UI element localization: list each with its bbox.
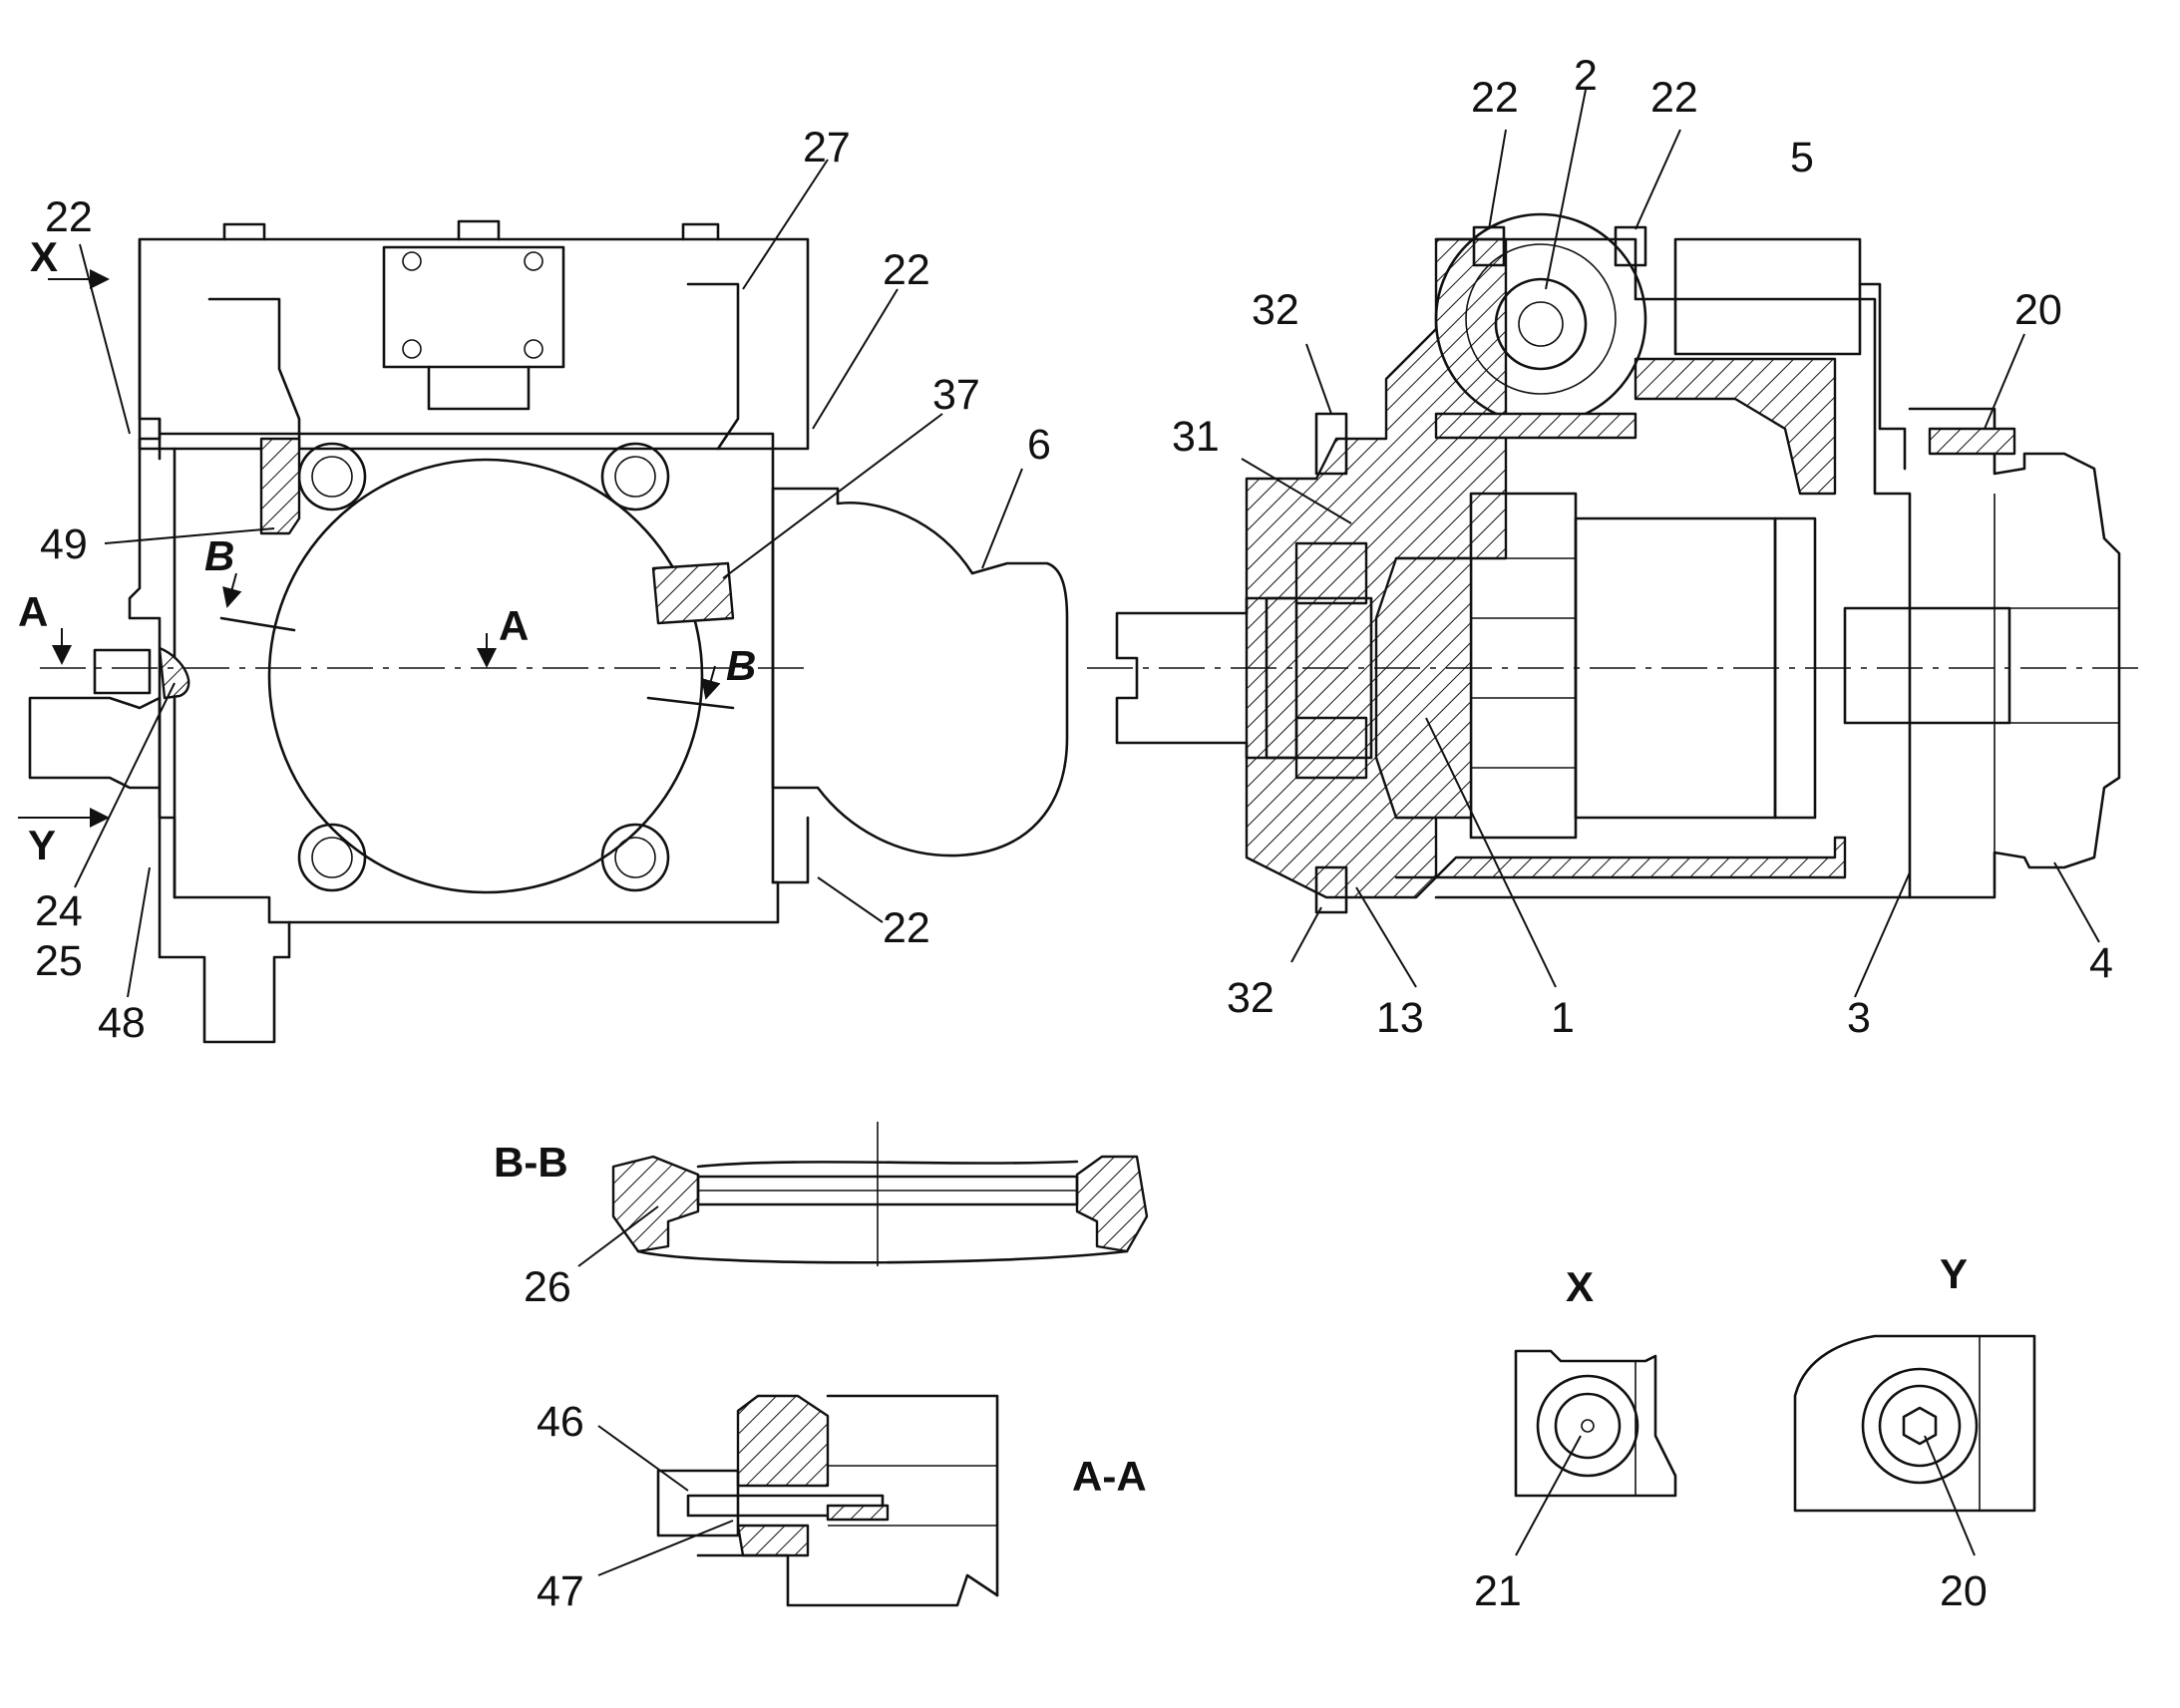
callout-24: 24 — [35, 887, 83, 935]
flange-bolts — [297, 442, 670, 892]
callout-25: 25 — [35, 937, 83, 985]
section-b-b — [611, 1122, 1149, 1266]
callout-49: 49 — [40, 520, 88, 568]
callout-47: 47 — [537, 1567, 584, 1615]
callout-20: 20 — [2014, 286, 2062, 334]
front-view — [18, 219, 1069, 1044]
view-title-y: Y — [1940, 1250, 1968, 1297]
section-title-b-b: B-B — [494, 1139, 568, 1186]
section-a-a — [656, 1394, 999, 1607]
section-mark-a-left: A — [18, 588, 48, 635]
callout-21: 21 — [1474, 1567, 1522, 1615]
callout-4: 4 — [2089, 939, 2113, 987]
callout-27: 27 — [803, 124, 851, 171]
section-title-a-a: A-A — [1072, 1453, 1147, 1500]
callout-31: 31 — [1172, 413, 1220, 461]
callout-3: 3 — [1847, 994, 1871, 1042]
callout-26: 26 — [524, 1263, 571, 1311]
section-mark-b-top: B — [204, 532, 234, 579]
view-y — [1793, 1334, 2036, 1513]
callout-1: 1 — [1551, 994, 1575, 1042]
section-view — [1087, 212, 2144, 914]
callout-32: 32 — [1252, 286, 1299, 334]
view-arrow-y: Y — [28, 822, 56, 868]
view-x — [1514, 1349, 1677, 1498]
callout-22: 22 — [883, 904, 930, 952]
leader-lines — [74, 89, 2100, 1576]
callout-46: 46 — [537, 1398, 584, 1446]
view-arrow-x: X — [30, 233, 58, 280]
callout-6: 6 — [1027, 421, 1051, 469]
callout-22: 22 — [883, 246, 930, 294]
callout-2: 2 — [1574, 52, 1598, 100]
section-mark-b-bottom: B — [726, 642, 756, 689]
callout-48: 48 — [98, 999, 146, 1047]
callout-32: 32 — [1227, 974, 1274, 1022]
view-title-x: X — [1566, 1263, 1594, 1310]
view-labels: X Y A A B B B-B A-A X Y — [18, 233, 1968, 1500]
callout-5: 5 — [1790, 134, 1814, 181]
callout-20: 20 — [1940, 1567, 1988, 1615]
callout-22: 22 — [45, 193, 93, 241]
callout-37: 37 — [932, 371, 980, 419]
callout-13: 13 — [1376, 994, 1424, 1042]
callout-22: 22 — [1650, 74, 1698, 122]
callout-labels: 22 27 22 37 6 49 24 25 48 22 22 2 22 5 3… — [35, 52, 2113, 1615]
callout-22: 22 — [1471, 74, 1519, 122]
section-mark-a-center: A — [499, 602, 529, 649]
